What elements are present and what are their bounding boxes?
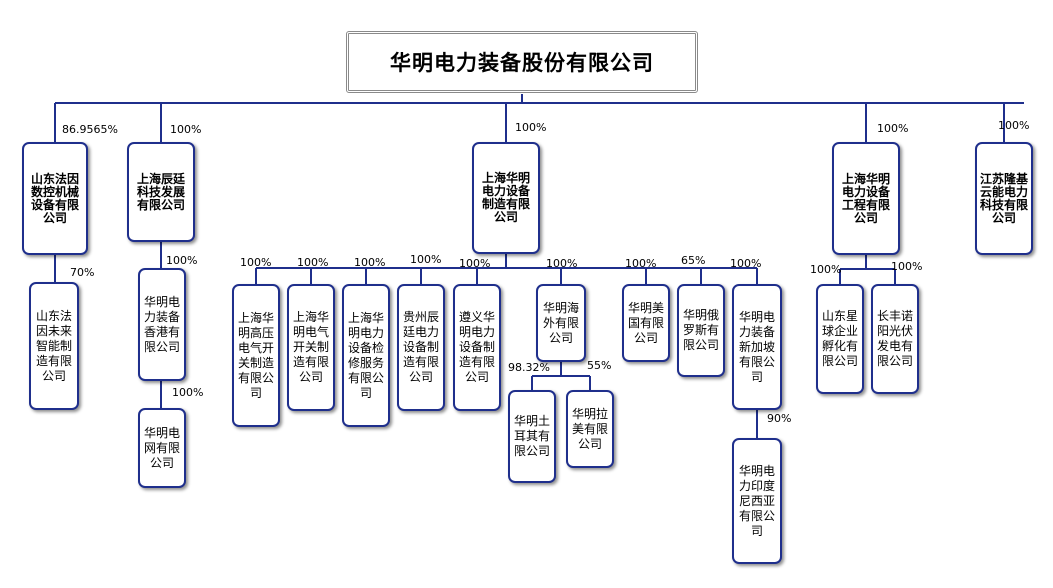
company-huaming-hongkong: 华明电力装备香港有限公司 — [138, 268, 186, 381]
stake-percent: 100% — [877, 122, 909, 135]
company-shanghai-huaming-power-equipment-mfg: 上海华明电力设备制造有限公司 — [472, 142, 540, 254]
company-zunyi-huaming: 遵义华明电力设备制造有限公司 — [453, 284, 501, 411]
company-label: 贵州辰廷电力设备制造有限公司 — [402, 310, 439, 384]
company-label: 上海华明高压电气开关制造有限公司 — [237, 310, 274, 400]
stake-percent: 100% — [240, 256, 272, 269]
stake-percent: 55% — [587, 359, 612, 372]
company-huaming-grid: 华明电网有限公司 — [138, 408, 186, 488]
company-label: 华明拉美有限公司 — [571, 406, 608, 451]
company-label: 上海华明电力设备工程有限公司 — [841, 171, 890, 225]
company-huaming-latam: 华明拉美有限公司 — [566, 390, 614, 468]
stake-percent: 100% — [730, 257, 762, 270]
company-shanghai-huaming-maintenance: 上海华明电力设备检修服务有限公司 — [342, 284, 390, 427]
company-label: 华明电力装备香港有限公司 — [143, 294, 180, 354]
company-huaming-overseas: 华明海外有限公司 — [536, 284, 586, 362]
stake-percent: 65% — [681, 254, 706, 267]
company-shanghai-huaming-power-engineering: 上海华明电力设备工程有限公司 — [832, 142, 900, 255]
company-shanghai-huaming-electric-switch: 上海华明电气开关制造有限公司 — [287, 284, 335, 411]
company-huaming-turkey: 华明土耳其有限公司 — [508, 390, 556, 483]
stake-percent: 100% — [998, 119, 1030, 132]
company-shanghai-huaming-hv-switch: 上海华明高压电气开关制造有限公司 — [232, 284, 280, 427]
stake-percent: 100% — [625, 257, 657, 270]
company-shandong-fayin-future-intelligent: 山东法因未来智能制造有限公司 — [29, 282, 79, 410]
company-label: 华明俄罗斯有限公司 — [682, 308, 719, 352]
root-company-label: 华明电力装备股份有限公司 — [390, 51, 654, 75]
stake-percent: 100% — [546, 257, 578, 270]
stake-percent: 100% — [410, 253, 442, 266]
company-label: 上海华明电力设备制造有限公司 — [481, 171, 530, 224]
company-label: 山东法因数控机械设备有限公司 — [30, 171, 79, 225]
company-label: 华明土耳其有限公司 — [513, 414, 550, 458]
company-shanghai-chenting-tech: 上海辰廷科技发展有限公司 — [127, 142, 195, 242]
stake-percent: 100% — [354, 256, 386, 269]
stake-percent: 100% — [297, 256, 329, 269]
stake-percent: 90% — [767, 412, 792, 425]
company-label: 华明电力装备新加坡有限公司 — [738, 309, 775, 384]
company-label: 上海华明电力设备检修服务有限公司 — [347, 310, 384, 400]
company-shandong-xingqiu-incubator: 山东星球企业孵化有限公司 — [816, 284, 864, 394]
company-shandong-fayin-cnc: 山东法因数控机械设备有限公司 — [22, 142, 88, 255]
company-label: 华明美国有限公司 — [627, 300, 664, 345]
company-label: 长丰诺阳光伏发电有限公司 — [876, 309, 913, 368]
company-label: 山东星球企业孵化有限公司 — [821, 309, 858, 368]
stake-percent: 98.32% — [508, 361, 550, 374]
company-jiangsu-longji-yunneng: 江苏隆基云能电力科技有限公司 — [975, 142, 1033, 255]
company-label: 山东法因未来智能制造有限公司 — [35, 308, 72, 383]
stake-percent: 100% — [459, 257, 491, 270]
company-guizhou-chenting: 贵州辰廷电力设备制造有限公司 — [397, 284, 445, 411]
stake-percent: 100% — [170, 123, 202, 136]
company-changfeng-nuoyang-pv: 长丰诺阳光伏发电有限公司 — [871, 284, 919, 394]
stake-percent: 100% — [810, 263, 842, 276]
company-label: 江苏隆基云能电力科技有限公司 — [979, 171, 1028, 225]
company-label: 华明海外有限公司 — [542, 300, 579, 345]
stake-percent: 70% — [70, 266, 95, 279]
company-huaming-usa: 华明美国有限公司 — [622, 284, 670, 362]
stake-percent: 86.9565% — [62, 123, 118, 136]
stake-percent: 100% — [891, 260, 923, 273]
company-huaming-singapore: 华明电力装备新加坡有限公司 — [732, 284, 782, 410]
stake-percent: 100% — [515, 121, 547, 134]
company-label: 上海辰廷科技发展有限公司 — [136, 171, 185, 212]
company-label: 上海华明电气开关制造有限公司 — [292, 310, 329, 384]
stake-percent: 100% — [166, 254, 198, 267]
company-label: 遵义华明电力设备制造有限公司 — [458, 310, 495, 384]
company-label: 华明电力印度尼西亚有限公司 — [738, 463, 775, 538]
company-huaming-russia: 华明俄罗斯有限公司 — [677, 284, 725, 377]
company-label: 华明电网有限公司 — [143, 425, 180, 470]
root-company: 华明电力装备股份有限公司 — [346, 31, 698, 93]
company-huaming-indonesia: 华明电力印度尼西亚有限公司 — [732, 438, 782, 564]
stake-percent: 100% — [172, 386, 204, 399]
